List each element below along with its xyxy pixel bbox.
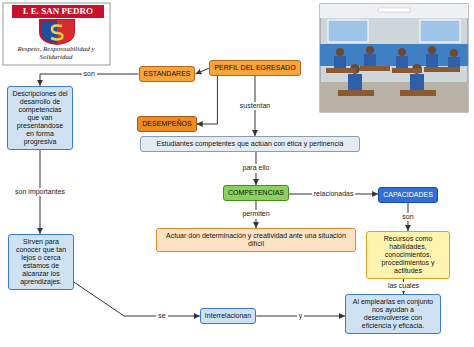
description-box: Sirven para conocer que tan lejos o cerc…	[8, 234, 74, 290]
logo-frame	[3, 3, 110, 65]
logo-shield	[40, 20, 74, 44]
concept-box: ESTANDARES	[139, 66, 196, 82]
desk	[400, 90, 436, 96]
window	[420, 20, 460, 42]
node-text: ESTANDARES	[144, 70, 191, 78]
logo-banner	[12, 5, 104, 18]
school-logo	[3, 3, 110, 65]
description-box: Al emplearlas en conjunto nos ayudan a d…	[345, 294, 441, 334]
floor	[320, 82, 468, 112]
edge-label: son	[400, 213, 415, 221]
node-text: Actuar don determinación y creatividad a…	[161, 232, 351, 248]
node-text: CAPACIDADES	[383, 191, 433, 199]
school-name: I. E. SAN PEDRO	[12, 5, 104, 18]
concept-box: DESEMPEÑOS	[137, 116, 196, 132]
concept-box: PERFIL DEL EGRESADO	[209, 60, 300, 76]
node-text: DESEMPEÑOS	[142, 120, 191, 128]
node-text: Al emplearlas en conjunto nos ayudan a d…	[350, 298, 436, 330]
node-text: COMPETENCIAS	[228, 189, 284, 197]
head	[398, 48, 406, 56]
ceiling-light	[378, 8, 410, 12]
desk	[360, 66, 390, 71]
node-text: Descripciones del desarrollo de competen…	[12, 90, 68, 146]
shield-emblem	[51, 25, 63, 39]
connector	[197, 76, 218, 124]
edge-label: se	[156, 312, 167, 320]
node-text: Estudiantes competentes que actúan con é…	[145, 140, 355, 148]
classroom-photo	[320, 4, 468, 112]
edge-label: son	[82, 70, 97, 78]
description-box: Recursos como habilidades, conocimientos…	[366, 231, 450, 279]
connectors	[40, 68, 408, 316]
student	[348, 74, 362, 90]
student	[334, 56, 346, 70]
edge-label: para ello	[241, 164, 272, 172]
concept-box: Interrelacionan	[200, 308, 256, 324]
student	[364, 54, 376, 68]
node-text: Sirven para conocer que tan lejos o cerc…	[13, 238, 69, 286]
desks	[326, 66, 460, 96]
head	[450, 49, 458, 57]
node-text: PERFIL DEL EGRESADO	[214, 64, 295, 72]
description-box: Actuar don determinación y creatividad a…	[156, 228, 356, 252]
connector	[195, 68, 209, 74]
window	[328, 20, 368, 42]
school-motto: Respeto, Responsabilidad y Solidaridad	[6, 45, 106, 61]
concept-box: CAPACIDADES	[378, 187, 438, 203]
concept-box: COMPETENCIAS	[223, 185, 289, 201]
edge-label: las cuales	[386, 282, 421, 290]
student	[410, 74, 424, 90]
desk	[392, 68, 422, 73]
edge-label: son importantes	[13, 188, 67, 196]
ceiling	[320, 4, 468, 18]
head	[336, 48, 344, 56]
connector	[74, 282, 200, 316]
node-text: Recursos como habilidades, conocimientos…	[371, 235, 445, 275]
node-text: Interrelacionan	[205, 312, 251, 320]
edge-label: sustentan	[238, 102, 272, 110]
description-box: Descripciones del desarrollo de competen…	[7, 86, 73, 150]
edge-label: y	[297, 312, 305, 320]
edge-label: relacionadas	[312, 190, 356, 198]
desk	[338, 90, 374, 96]
description-box: Estudiantes competentes que actúan con é…	[140, 136, 360, 152]
student	[396, 56, 408, 70]
head	[428, 46, 436, 54]
desk	[424, 67, 460, 72]
head	[366, 46, 374, 54]
photo-frame	[320, 4, 468, 112]
student	[426, 54, 438, 68]
desk	[326, 68, 356, 73]
edge-label: permiten	[240, 210, 271, 218]
